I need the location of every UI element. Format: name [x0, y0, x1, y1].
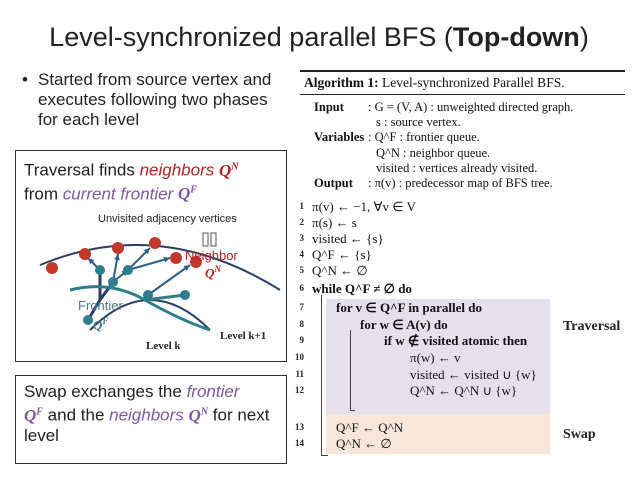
- output-line: : π(v) : predecessor map of BFS tree.: [368, 176, 553, 190]
- slide-title: Level-synchronized parallel BFS (Top-dow…: [49, 22, 589, 52]
- neighbor-node: [149, 237, 161, 249]
- neighbor-node: [79, 248, 91, 260]
- algorithm-line: visited ← {s}: [312, 231, 384, 246]
- input-line: s : source vertex.: [376, 115, 461, 129]
- neighbors-word: neighbors: [139, 160, 215, 180]
- level-k-label: Level k: [146, 340, 181, 352]
- frontier-node: [180, 290, 190, 300]
- swap-band: [326, 414, 550, 454]
- edge-arrow: [147, 264, 191, 296]
- traversal-box: Traversal finds neighbors QN from curren…: [15, 150, 287, 362]
- bullet-text: Started from source vertex and executes …: [38, 70, 272, 129]
- line-number: 5: [299, 265, 305, 275]
- bullet-icon: •: [22, 70, 28, 89]
- algorithm-line: π(v) ← −1, ∀v ∈ V: [312, 199, 416, 214]
- line-number: 13: [295, 422, 304, 432]
- swap-description: Swap exchanges the frontier QF and the n…: [24, 382, 270, 445]
- traversal-label: Traversal: [563, 319, 621, 334]
- neighbor-node: [190, 256, 202, 268]
- frontier-word: frontier: [186, 382, 240, 401]
- qf-symbol: QF: [178, 184, 197, 204]
- traversal-description: Traversal finds neighbors QN from curren…: [24, 157, 282, 204]
- variables-label: Variables: [314, 130, 365, 144]
- algorithm-block: Algorithm 1: Level-synchronized Parallel…: [300, 70, 625, 190]
- algorithm-line: Q^F ← Q^N: [336, 420, 404, 435]
- algorithm-line: if w ∉ visited atomic then: [384, 333, 528, 348]
- line-number: 6: [299, 283, 305, 293]
- algorithm-line: for v ∈ Q^F in parallel do: [336, 300, 482, 315]
- algorithm-line: Q^F ← {s}: [312, 247, 372, 262]
- swap-word: Swap: [24, 382, 67, 401]
- swap-neighbors-word: neighbors: [109, 405, 184, 425]
- swap-box: Swap exchanges the frontier QF and the n…: [15, 375, 287, 464]
- line-number: 11: [295, 369, 304, 379]
- traversal-band: [326, 299, 550, 415]
- neighbor-node: [170, 252, 182, 264]
- algorithm-header: Algorithm 1: Level-synchronized Parallel…: [300, 70, 625, 95]
- algorithm-line: Q^N ← Q^N ∪ {w}: [410, 383, 518, 398]
- queue-icon: [210, 232, 217, 247]
- algorithm-line: visited ← visited ∪ {w}: [410, 367, 537, 382]
- line-number: 8: [299, 319, 305, 329]
- neighbor-q-symbol: QN: [205, 264, 221, 281]
- queue-icon: [202, 232, 209, 247]
- frontier-edge: [144, 293, 186, 302]
- algorithm-line: π(w) ← v: [410, 350, 461, 365]
- variables-line: visited : vertices already visited.: [376, 161, 538, 175]
- while-guide: [321, 295, 328, 456]
- line-number: 10: [295, 352, 304, 362]
- line-number: 2: [299, 217, 305, 227]
- swap-qf-symbol: QF: [24, 405, 43, 425]
- input-label: Input: [314, 100, 344, 114]
- line-number: 3: [299, 233, 305, 243]
- line-number: 1: [299, 201, 305, 211]
- line-number: 9: [299, 335, 305, 345]
- algorithm-line: while Q^F ≠ ∅ do: [312, 281, 412, 296]
- frontier-node: [95, 265, 105, 275]
- neighbor-node: [46, 262, 58, 274]
- edge-arrow: [127, 247, 151, 271]
- algorithm-line: Q^N ← ∅: [336, 436, 392, 451]
- from-word: from: [24, 184, 63, 204]
- line-number: 4: [299, 249, 305, 259]
- traversal-word: Traversal: [24, 160, 95, 180]
- level-k1-arc: [39, 244, 281, 291]
- frontier-node: [143, 290, 153, 300]
- algorithm-line: for w ∈ A(v) do: [360, 317, 448, 332]
- edge-arrow: [127, 256, 171, 271]
- level-k1-label: Level k+1: [220, 330, 267, 342]
- algorithm-io: Input : G = (V, A) : unweighted directed…: [300, 95, 625, 190]
- frontier-node: [123, 265, 133, 275]
- line-number: 14: [295, 438, 304, 448]
- line-number: 12: [295, 385, 304, 395]
- swap-label: Swap: [563, 427, 596, 442]
- unvisited-label: Unvisited adjacency vertices: [98, 213, 237, 225]
- line-number: 7: [299, 302, 305, 312]
- algorithm-line: Q^N ← ∅: [312, 263, 368, 278]
- input-line: : G = (V, A) : unweighted directed graph…: [368, 100, 574, 114]
- algorithm-line: π(s) ← s: [312, 215, 357, 230]
- frontier-q-symbol: QF: [93, 316, 109, 333]
- variables-line: Q^N : neighbor queue.: [376, 146, 491, 160]
- neighbor-node: [112, 242, 124, 254]
- variables-line: : Q^F : frontier queue.: [368, 130, 480, 144]
- frontier-node: [83, 315, 93, 325]
- traversal-finds: finds: [94, 160, 140, 180]
- for-guide: [350, 330, 355, 411]
- frontier-node: [108, 277, 118, 287]
- intro-bullet: • Started from source vertex and execute…: [22, 70, 287, 130]
- swap-qn-symbol: QN: [188, 405, 209, 425]
- qn-symbol: QN: [218, 160, 239, 180]
- frontier-label: Frontier: [78, 298, 123, 313]
- output-label: Output: [314, 176, 353, 190]
- current-frontier-word: current frontier: [62, 184, 174, 204]
- neighbor-label: Neighbor: [185, 248, 238, 263]
